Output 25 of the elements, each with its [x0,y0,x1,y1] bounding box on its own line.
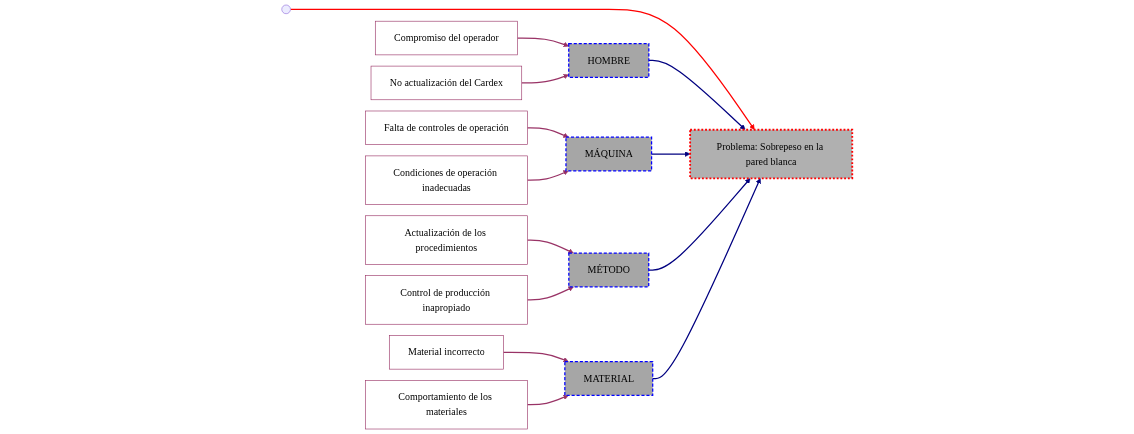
arrow [526,239,574,254]
arrow [526,127,569,138]
arrow [526,394,569,406]
node-box: Actualización de los procedimientos [365,215,528,265]
node-box: HOMBRE [568,43,650,78]
node-box: Comportamiento de los materiales [365,380,528,430]
arrow [289,8,755,130]
arrow [648,59,746,130]
node-box: MÉTODO [568,252,650,288]
node-box: Problema: Sobrepeso en la pared blanca [689,128,854,180]
arrow [502,351,569,363]
node-box: Falta de controles de operación [365,110,528,145]
arrow [648,178,751,271]
arrow [516,37,569,48]
node-box: MÁQUINA [565,136,653,172]
node-box: Condiciones de operación inadecuadas [365,155,528,205]
arrow [652,178,761,380]
arrow [526,170,569,181]
node-box: MATERIAL [564,361,654,396]
node-box: Compromiso del operador [375,20,518,56]
node-box: No actualización del Cardex [370,65,523,101]
node-box: Control de producción inapropiado [365,275,528,325]
node-box: Material incorrecto [389,335,504,370]
arrow [521,73,569,84]
arrow [526,286,574,301]
